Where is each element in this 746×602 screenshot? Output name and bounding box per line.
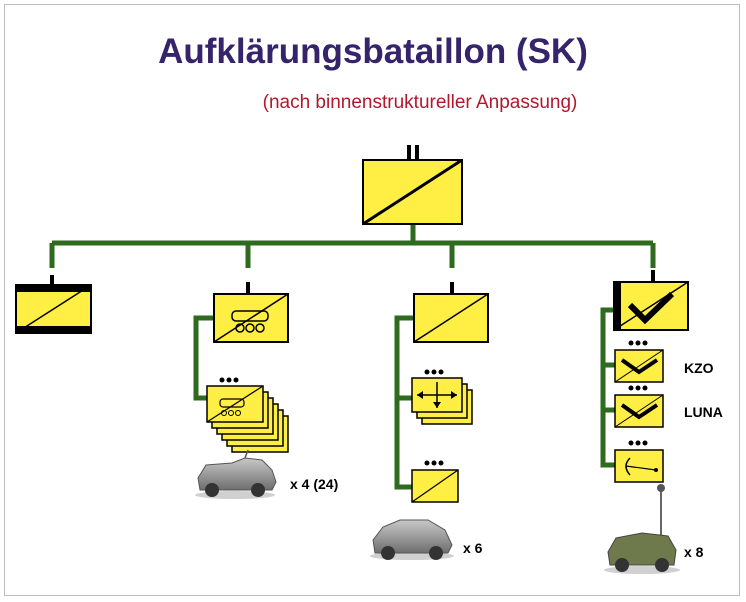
connector-lines: [49, 224, 656, 490]
vehicle-count-1: x 4 (24): [290, 476, 339, 492]
hq-unit-icon: [362, 145, 463, 226]
armored-recon-platoon-stack: [206, 377, 289, 453]
recon-unit-icon: [413, 282, 489, 343]
drone-unit-icon: [613, 270, 689, 331]
luna-label: LUNA: [684, 404, 723, 420]
armored-recon-unit-icon: [213, 282, 289, 343]
diagram-title: Aufklärungsbataillon (SK): [158, 32, 588, 71]
kzo-label: KZO: [684, 360, 714, 376]
vehicle-count-2: x 6: [463, 540, 483, 556]
vehicle-icon: [195, 449, 277, 499]
recon-platoon-icon: [411, 460, 459, 503]
diagram-frame: [4, 4, 740, 596]
drone-icon: [614, 340, 664, 383]
vehicle-icon: [370, 519, 454, 560]
vehicle-count-3: x 8: [684, 544, 704, 560]
vehicle-icon: [604, 484, 680, 574]
drone-icon: [614, 385, 664, 428]
diagram-subtitle: (nach binnenstruktureller Anpassung): [262, 92, 578, 113]
supply-unit-icon: [15, 275, 92, 334]
sensor-platoon-stack: [411, 369, 473, 425]
radar-icon: [614, 440, 664, 483]
